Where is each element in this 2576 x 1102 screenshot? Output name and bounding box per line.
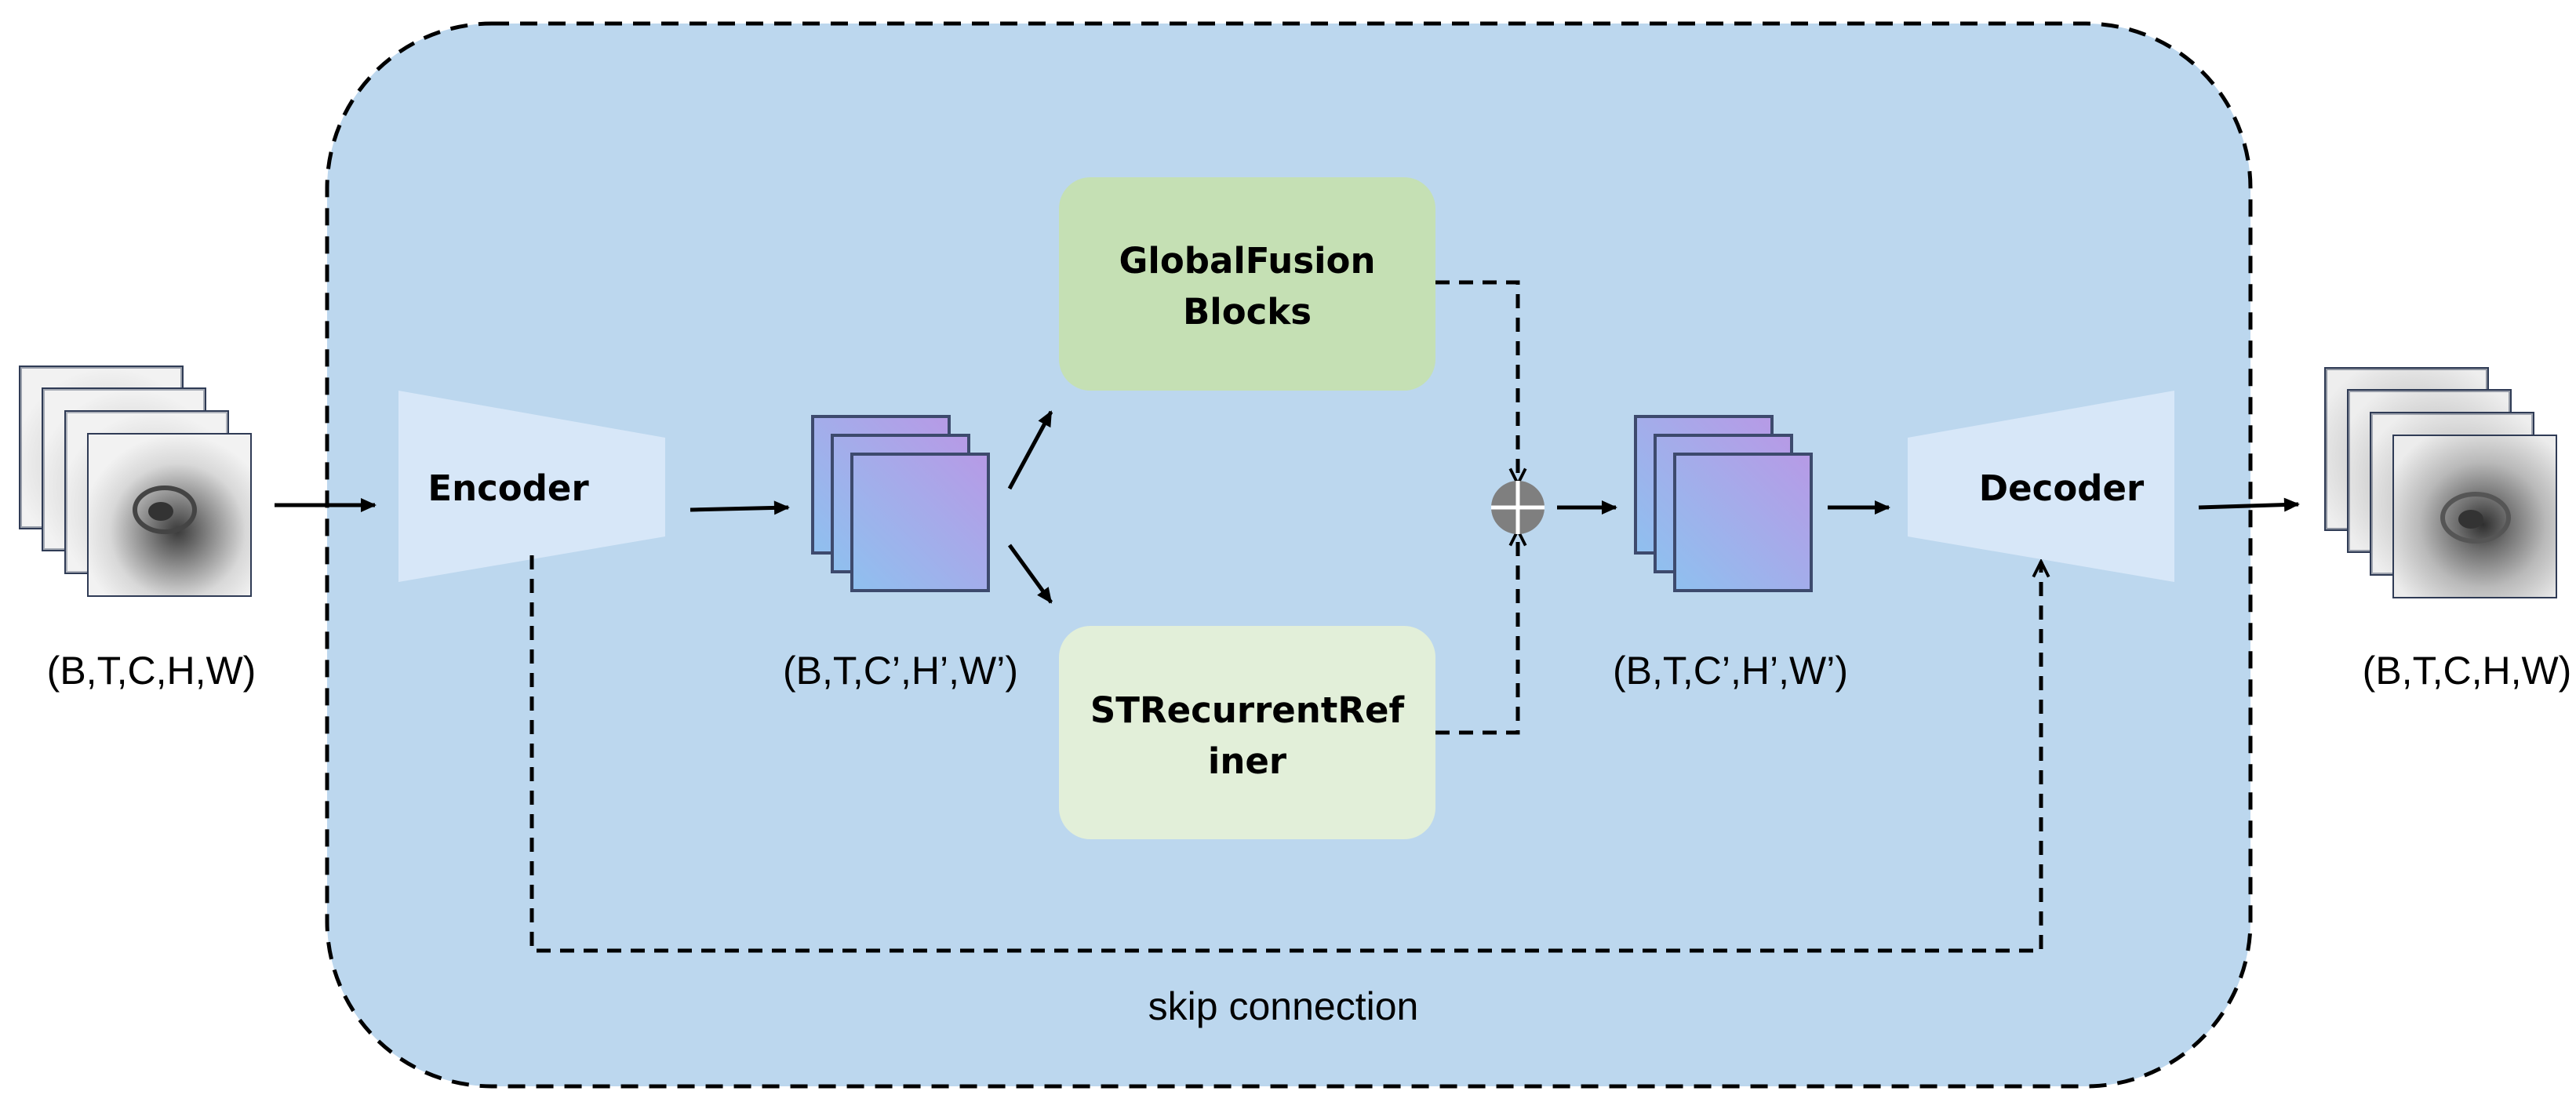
input-shape-label: (B,T,C,H,W) bbox=[47, 649, 257, 693]
recurrent-refiner-block bbox=[1059, 626, 1435, 839]
global-fusion-label-line2: Blocks bbox=[1183, 291, 1312, 333]
arrow-to-global-fusion bbox=[1007, 410, 1053, 490]
arrow-to-recurrent-refiner bbox=[1007, 544, 1053, 604]
global-fusion-label-line1: GlobalFusion bbox=[1119, 240, 1376, 282]
latent-features-left bbox=[811, 415, 990, 592]
dashed-path-global-to-sum bbox=[1435, 280, 1518, 484]
recurrent-refiner-label-line2: iner bbox=[1208, 740, 1287, 782]
global-fusion-block bbox=[1059, 177, 1435, 391]
output-shape-label: (B,T,C,H,W) bbox=[2363, 649, 2572, 693]
decoder-label: Decoder bbox=[1979, 467, 2145, 509]
encoder-block bbox=[398, 391, 665, 582]
decoder-block bbox=[1908, 391, 2174, 582]
output-frames-stack bbox=[2324, 367, 2557, 598]
recurrent-refiner-label-line1: STRecurrentRef bbox=[1090, 689, 1405, 731]
skip-connection-path bbox=[529, 555, 2041, 953]
input-frames-stack bbox=[19, 366, 252, 597]
latent-features-right bbox=[1634, 415, 1813, 592]
sum-node bbox=[1491, 481, 1545, 534]
skip-connection-label: skip connection bbox=[1148, 984, 1419, 1028]
dashed-path-refiner-to-sum bbox=[1435, 530, 1518, 735]
model-container bbox=[325, 21, 2253, 1089]
encoder-label: Encoder bbox=[428, 467, 589, 509]
arrow-encoder-to-features bbox=[689, 500, 790, 515]
arrow-decoder-to-output bbox=[2198, 497, 2300, 512]
latent-shape-right-label: (B,T,C’,H’,W’) bbox=[1613, 649, 1848, 693]
latent-shape-left-label: (B,T,C’,H’,W’) bbox=[783, 649, 1018, 693]
